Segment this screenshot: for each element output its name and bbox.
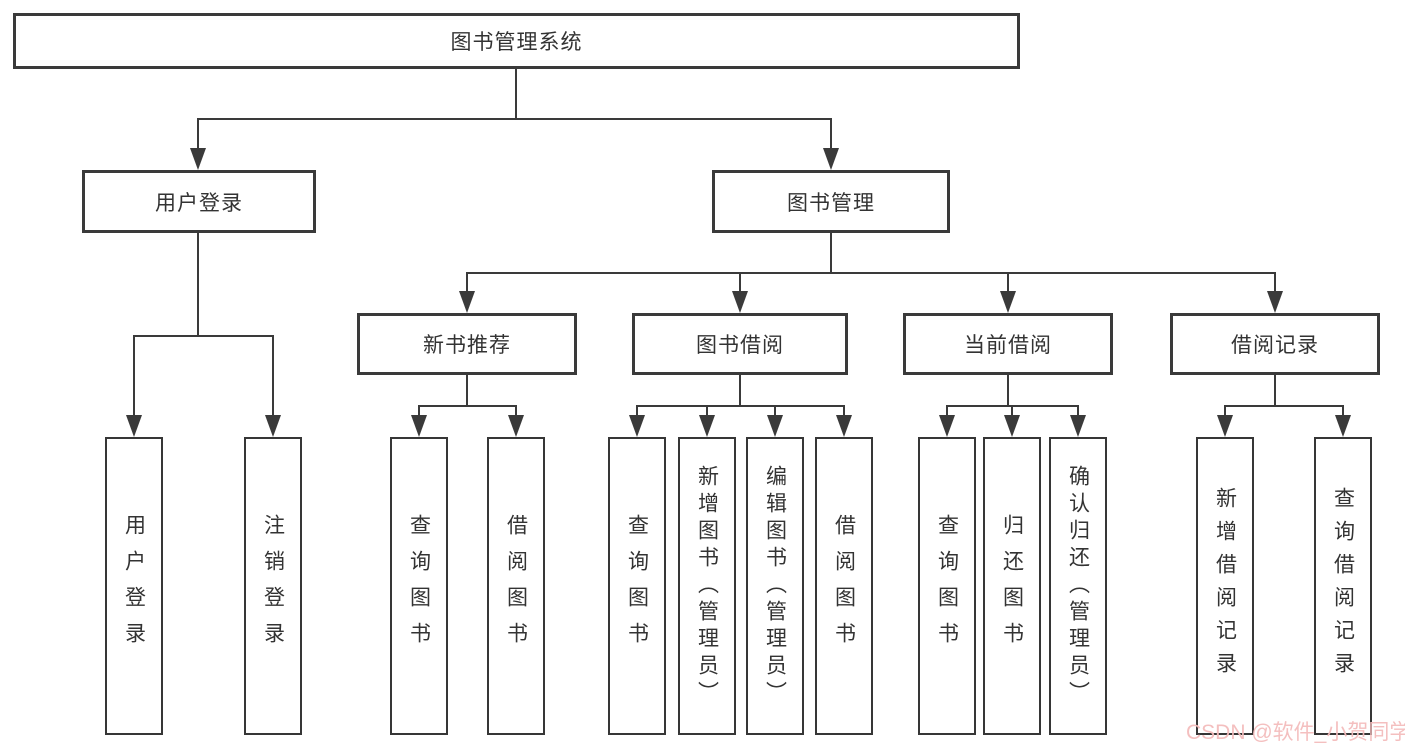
leaf-label: 查询图书 bbox=[935, 514, 959, 658]
arrow-down bbox=[823, 148, 839, 170]
arrow-down bbox=[767, 415, 783, 437]
connector-vline bbox=[739, 272, 741, 293]
arrow-down bbox=[126, 415, 142, 437]
connector-vline bbox=[466, 375, 468, 405]
connector-vline bbox=[1077, 405, 1079, 417]
arrow-down bbox=[1000, 291, 1016, 313]
connector-hline bbox=[418, 405, 516, 407]
leaf-label: 用户登录 bbox=[122, 514, 146, 658]
leaf-user-login: 用户登录 bbox=[105, 437, 163, 735]
arrow-down bbox=[459, 291, 475, 313]
connector-hline bbox=[636, 405, 844, 407]
connector-vline bbox=[418, 405, 420, 417]
leaf-query-books-current: 查询图书 bbox=[918, 437, 976, 735]
arrow-down bbox=[265, 415, 281, 437]
leaf-query-books-borrowing: 查询图书 bbox=[608, 437, 666, 735]
root-node-library-system: 图书管理系统 bbox=[13, 13, 1020, 69]
connector-vline bbox=[830, 118, 832, 152]
arrow-down bbox=[939, 415, 955, 437]
leaf-label: 借阅图书 bbox=[504, 514, 528, 658]
connector-hline bbox=[1224, 405, 1344, 407]
connector-vline bbox=[197, 118, 199, 152]
node-current-borrowing: 当前借阅 bbox=[903, 313, 1113, 375]
leaf-label: 归还图书 bbox=[1000, 514, 1024, 658]
connector-vline bbox=[133, 335, 135, 417]
arrow-down bbox=[699, 415, 715, 437]
leaf-add-borrow-record: 新增借阅记录 bbox=[1196, 437, 1254, 735]
connector-vline bbox=[1224, 405, 1226, 417]
leaf-label: 注销登录 bbox=[261, 514, 285, 658]
connector-vline bbox=[946, 405, 948, 417]
connector-vline bbox=[1274, 272, 1276, 293]
node-label: 新书推荐 bbox=[423, 334, 511, 357]
node-borrow-records: 借阅记录 bbox=[1170, 313, 1380, 375]
connector-vline bbox=[1011, 405, 1013, 417]
node-label: 图书管理系统 bbox=[450, 31, 583, 54]
node-label: 用户登录 bbox=[155, 191, 243, 215]
leaf-label: 编辑图书（管理员） bbox=[763, 464, 787, 708]
connector-vline bbox=[636, 405, 638, 417]
connector-vline bbox=[515, 405, 517, 417]
leaf-edit-books-admin: 编辑图书（管理员） bbox=[746, 437, 804, 735]
leaf-query-borrow-record: 查询借阅记录 bbox=[1314, 437, 1372, 735]
connector-vline bbox=[706, 405, 708, 417]
arrow-down bbox=[508, 415, 524, 437]
connector-vline bbox=[843, 405, 845, 417]
leaf-label: 确认归还（管理员） bbox=[1066, 464, 1090, 708]
node-book-management: 图书管理 bbox=[712, 170, 950, 233]
connector-vline bbox=[272, 335, 274, 417]
leaf-label: 借阅图书 bbox=[832, 514, 856, 658]
connector-hline bbox=[198, 118, 832, 120]
leaf-label: 新增借阅记录 bbox=[1213, 487, 1237, 685]
node-label: 图书借阅 bbox=[696, 334, 784, 357]
leaf-label: 查询借阅记录 bbox=[1331, 487, 1355, 685]
connector-vline bbox=[830, 233, 832, 273]
arrow-down bbox=[411, 415, 427, 437]
leaf-label: 查询图书 bbox=[407, 514, 431, 658]
leaf-label: 查询图书 bbox=[625, 514, 649, 658]
connector-hline bbox=[134, 335, 274, 337]
connector-vline bbox=[515, 69, 517, 118]
arrow-down bbox=[836, 415, 852, 437]
leaf-query-books-recommend: 查询图书 bbox=[390, 437, 448, 735]
connector-hline bbox=[467, 272, 1276, 274]
leaf-logout: 注销登录 bbox=[244, 437, 302, 735]
arrow-down bbox=[732, 291, 748, 313]
node-user-login: 用户登录 bbox=[82, 170, 316, 233]
node-label: 当前借阅 bbox=[964, 334, 1052, 357]
leaf-add-books-admin: 新增图书（管理员） bbox=[678, 437, 736, 735]
arrow-down bbox=[629, 415, 645, 437]
arrow-down bbox=[1217, 415, 1233, 437]
arrow-down bbox=[1004, 415, 1020, 437]
connector-vline bbox=[1007, 375, 1009, 405]
csdn-watermark: CSDN @软件_小贺同学 bbox=[1186, 721, 1405, 744]
connector-vline bbox=[1342, 405, 1344, 417]
connector-vline bbox=[1007, 272, 1009, 293]
node-label: 借阅记录 bbox=[1231, 334, 1319, 357]
connector-vline bbox=[197, 233, 199, 335]
connector-vline bbox=[774, 405, 776, 417]
node-label: 图书管理 bbox=[787, 191, 875, 215]
connector-vline bbox=[466, 272, 468, 293]
arrow-down bbox=[1335, 415, 1351, 437]
arrow-down bbox=[1267, 291, 1283, 313]
connector-vline bbox=[1274, 375, 1276, 405]
leaf-confirm-return-admin: 确认归还（管理员） bbox=[1049, 437, 1107, 735]
leaf-label: 新增图书（管理员） bbox=[695, 464, 719, 708]
node-book-borrowing: 图书借阅 bbox=[632, 313, 848, 375]
leaf-borrow-books: 借阅图书 bbox=[815, 437, 873, 735]
leaf-return-books: 归还图书 bbox=[983, 437, 1041, 735]
leaf-borrow-books-recommend: 借阅图书 bbox=[487, 437, 545, 735]
node-new-book-recommend: 新书推荐 bbox=[357, 313, 577, 375]
connector-vline bbox=[739, 375, 741, 405]
arrow-down bbox=[1070, 415, 1086, 437]
arrow-down bbox=[190, 148, 206, 170]
